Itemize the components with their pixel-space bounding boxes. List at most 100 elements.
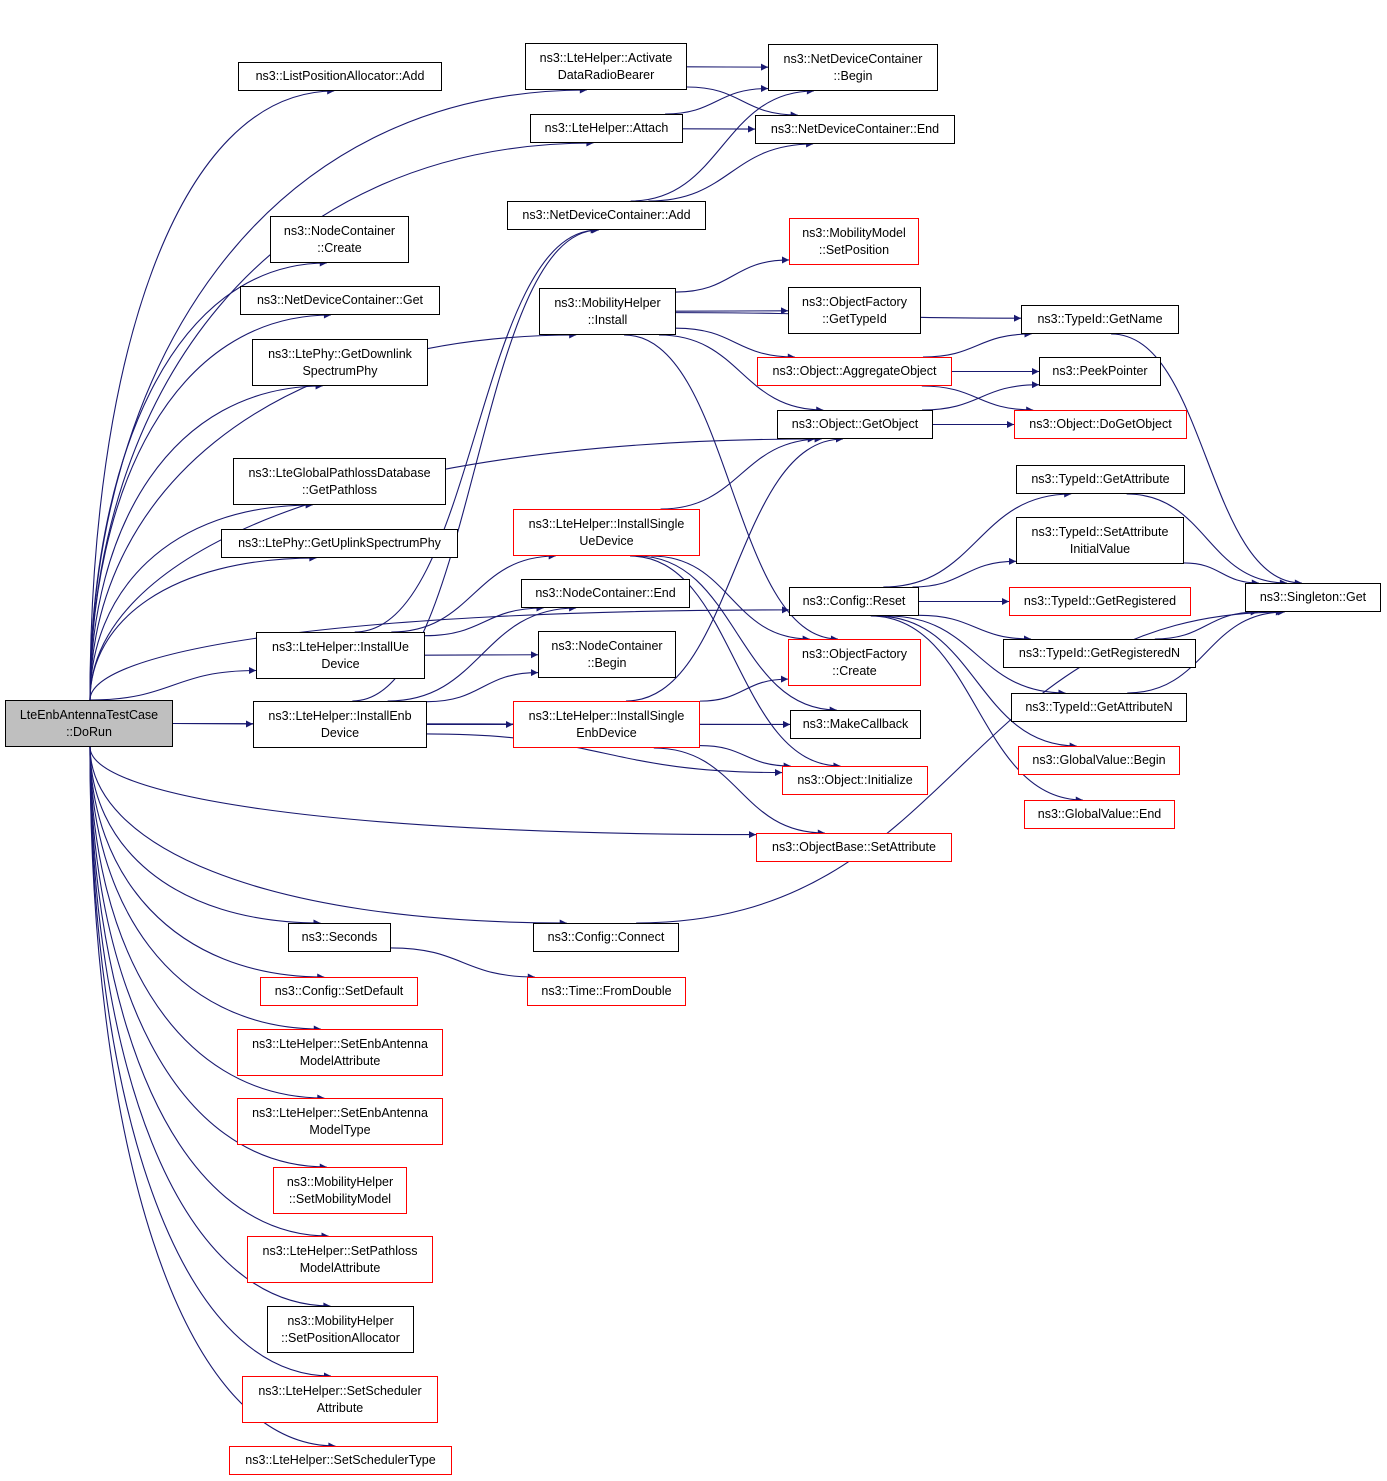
node-attach[interactable]: ns3::LteHelper::Attach xyxy=(530,114,683,143)
node-label: ns3::ObjectFactory ::Create xyxy=(802,646,907,678)
edge-obj-aggregate-to-tid-getname xyxy=(922,330,1032,358)
node-gv-begin[interactable]: ns3::GlobalValue::Begin xyxy=(1018,746,1180,775)
edge-root-to-seconds xyxy=(89,746,321,927)
node-set-default[interactable]: ns3::Config::SetDefault xyxy=(260,977,418,1006)
edge-seconds-to-time-fromdouble xyxy=(390,947,535,981)
node-tid-getregisteredn[interactable]: ns3::TypeId::GetRegisteredN xyxy=(1003,639,1196,668)
node-label: ns3::GlobalValue::Begin xyxy=(1032,753,1166,767)
node-of-gettypeid[interactable]: ns3::ObjectFactory ::GetTypeId xyxy=(788,287,921,334)
edge-ndc-add-to-ndc-end xyxy=(648,140,814,202)
node-label: ns3::TypeId::GetName xyxy=(1037,312,1163,326)
node-label: ns3::TypeId::GetAttributeN xyxy=(1025,700,1173,714)
node-ndc-add[interactable]: ns3::NetDeviceContainer::Add xyxy=(507,201,706,230)
node-set-enb-ant-attr[interactable]: ns3::LteHelper::SetEnbAntenna ModelAttri… xyxy=(237,1029,443,1076)
node-obj-dogetobject[interactable]: ns3::Object::DoGetObject xyxy=(1014,410,1187,439)
node-mh-install[interactable]: ns3::MobilityHelper ::Install xyxy=(539,288,676,335)
node-tid-getattrn[interactable]: ns3::TypeId::GetAttributeN xyxy=(1011,693,1187,722)
edge-install-ue-to-ndc-add xyxy=(354,226,598,633)
node-dl-phy[interactable]: ns3::LtePhy::GetDownlink SpectrumPhy xyxy=(252,339,428,386)
node-label: ns3::Config::Reset xyxy=(802,594,906,608)
edge-root-to-set-sched-attr xyxy=(89,746,331,1380)
node-set-sched-type[interactable]: ns3::LteHelper::SetSchedulerType xyxy=(229,1446,452,1475)
node-singleton-get[interactable]: ns3::Singleton::Get xyxy=(1245,583,1381,612)
edge-root-to-set-enb-ant-attr xyxy=(89,746,321,1033)
node-tid-getattr[interactable]: ns3::TypeId::GetAttribute xyxy=(1016,465,1185,494)
node-label: ns3::Config::Connect xyxy=(547,930,665,944)
node-pathloss-db[interactable]: ns3::LteGlobalPathlossDatabase ::GetPath… xyxy=(233,458,446,505)
node-activate-drb[interactable]: ns3::LteHelper::Activate DataRadioBearer xyxy=(525,43,687,90)
node-set-pos-alloc[interactable]: ns3::MobilityHelper ::SetPositionAllocat… xyxy=(267,1306,414,1353)
node-label: ns3::LteHelper::Attach xyxy=(544,121,669,135)
node-lpa-add[interactable]: ns3::ListPositionAllocator::Add xyxy=(238,62,442,91)
node-ob-setattr[interactable]: ns3::ObjectBase::SetAttribute xyxy=(756,833,952,862)
node-label: ns3::LteHelper::SetSchedulerType xyxy=(245,1453,436,1467)
node-obj-initialize[interactable]: ns3::Object::Initialize xyxy=(782,766,928,795)
edge-install-single-enb-to-obj-initialize xyxy=(699,745,791,770)
node-cfg-reset[interactable]: ns3::Config::Reset xyxy=(789,587,919,616)
node-ul-phy[interactable]: ns3::LtePhy::GetUplinkSpectrumPhy xyxy=(221,529,458,558)
node-obj-getobject[interactable]: ns3::Object::GetObject xyxy=(777,410,933,439)
node-label: ns3::Seconds xyxy=(301,930,378,944)
edge-tid-setattrinit-to-singleton-get xyxy=(1183,562,1259,587)
node-label: ns3::Object::AggregateObject xyxy=(772,364,937,378)
node-time-fromdouble[interactable]: ns3::Time::FromDouble xyxy=(527,977,686,1006)
node-label: ns3::LtePhy::GetUplinkSpectrumPhy xyxy=(238,536,441,550)
node-mm-setpos[interactable]: ns3::MobilityModel ::SetPosition xyxy=(789,218,919,265)
node-label: ns3::Object::GetObject xyxy=(791,417,919,431)
node-obj-aggregate[interactable]: ns3::Object::AggregateObject xyxy=(757,357,952,386)
node-ndc-get[interactable]: ns3::NetDeviceContainer::Get xyxy=(240,286,440,315)
node-cfg-connect[interactable]: ns3::Config::Connect xyxy=(533,923,679,952)
node-label: ns3::NetDeviceContainer::Get xyxy=(256,293,424,307)
node-label: ns3::TypeId::GetAttribute xyxy=(1031,472,1170,486)
edge-mh-install-to-obj-getobject xyxy=(658,334,824,414)
node-seconds[interactable]: ns3::Seconds xyxy=(288,923,391,952)
edge-cfg-reset-to-tid-getattrn xyxy=(887,615,1066,697)
edge-tid-getattr-to-singleton-get xyxy=(1126,493,1287,587)
node-label: ns3::MobilityHelper ::Install xyxy=(554,295,661,327)
node-label: ns3::LteHelper::InstallEnb Device xyxy=(268,708,412,740)
edge-ndc-add-to-ndc-begin xyxy=(630,87,814,202)
edge-mh-install-to-obj-aggregate xyxy=(675,327,795,361)
node-of-create[interactable]: ns3::ObjectFactory ::Create xyxy=(788,639,921,686)
edge-root-to-set-mob-model xyxy=(89,746,327,1171)
node-nc-begin[interactable]: ns3::NodeContainer ::Begin xyxy=(538,631,676,678)
node-set-sched-attr[interactable]: ns3::LteHelper::SetScheduler Attribute xyxy=(242,1376,438,1423)
node-install-single-enb[interactable]: ns3::LteHelper::InstallSingle EnbDevice xyxy=(513,701,700,748)
edge-cfg-reset-to-gv-end xyxy=(870,615,1083,804)
node-label: ns3::MobilityHelper ::SetPositionAllocat… xyxy=(281,1313,400,1345)
node-tid-getregistered[interactable]: ns3::TypeId::GetRegistered xyxy=(1009,587,1191,616)
edge-root-to-set-default xyxy=(89,746,325,981)
edge-obj-aggregate-to-obj-dogetobject xyxy=(921,385,1034,414)
node-label: ns3::LteHelper::InstallSingle UeDevice xyxy=(528,516,685,548)
node-label: ns3::NodeContainer::End xyxy=(535,586,676,600)
node-tid-setattrinit[interactable]: ns3::TypeId::SetAttribute InitialValue xyxy=(1016,517,1184,564)
node-label: ns3::TypeId::SetAttribute InitialValue xyxy=(1031,524,1169,556)
edge-attach-to-ndc-begin xyxy=(665,85,769,115)
node-label: ns3::Object::DoGetObject xyxy=(1029,417,1172,431)
node-label: ns3::MobilityHelper ::SetMobilityModel xyxy=(286,1174,394,1206)
node-label: ns3::GlobalValue::End xyxy=(1037,807,1162,821)
edge-tid-getregisteredn-to-singleton-get xyxy=(1154,608,1258,640)
node-set-enb-ant-type[interactable]: ns3::LteHelper::SetEnbAntenna ModelType xyxy=(237,1098,443,1145)
node-ndc-begin[interactable]: ns3::NetDeviceContainer ::Begin xyxy=(768,44,938,91)
node-label: ns3::LteHelper::InstallSingle EnbDevice xyxy=(528,708,685,740)
node-label: ns3::LteHelper::InstallUe Device xyxy=(272,639,409,671)
node-ndc-end[interactable]: ns3::NetDeviceContainer::End xyxy=(755,115,955,144)
edge-cfg-reset-to-gv-begin xyxy=(876,615,1077,750)
node-install-enb[interactable]: ns3::LteHelper::InstallEnb Device xyxy=(253,701,427,748)
node-install-single-ue[interactable]: ns3::LteHelper::InstallSingle UeDevice xyxy=(513,509,700,556)
node-peek-pointer[interactable]: ns3::PeekPointer xyxy=(1039,357,1161,386)
node-nc-end[interactable]: ns3::NodeContainer::End xyxy=(521,579,690,608)
edge-root-to-pathloss-db xyxy=(89,501,313,701)
node-set-pl-attr[interactable]: ns3::LteHelper::SetPathloss ModelAttribu… xyxy=(247,1236,433,1283)
edge-install-ue-to-nc-end xyxy=(424,604,544,637)
node-nc-create[interactable]: ns3::NodeContainer ::Create xyxy=(270,216,409,263)
node-label: ns3::Time::FromDouble xyxy=(541,984,672,998)
edge-root-to-ndc-get xyxy=(89,311,331,701)
node-gv-end[interactable]: ns3::GlobalValue::End xyxy=(1024,800,1175,829)
node-make-callback[interactable]: ns3::MakeCallback xyxy=(790,710,921,739)
node-install-ue[interactable]: ns3::LteHelper::InstallUe Device xyxy=(256,632,425,679)
node-set-mob-model[interactable]: ns3::MobilityHelper ::SetMobilityModel xyxy=(273,1167,407,1214)
node-tid-getname[interactable]: ns3::TypeId::GetName xyxy=(1021,305,1179,334)
